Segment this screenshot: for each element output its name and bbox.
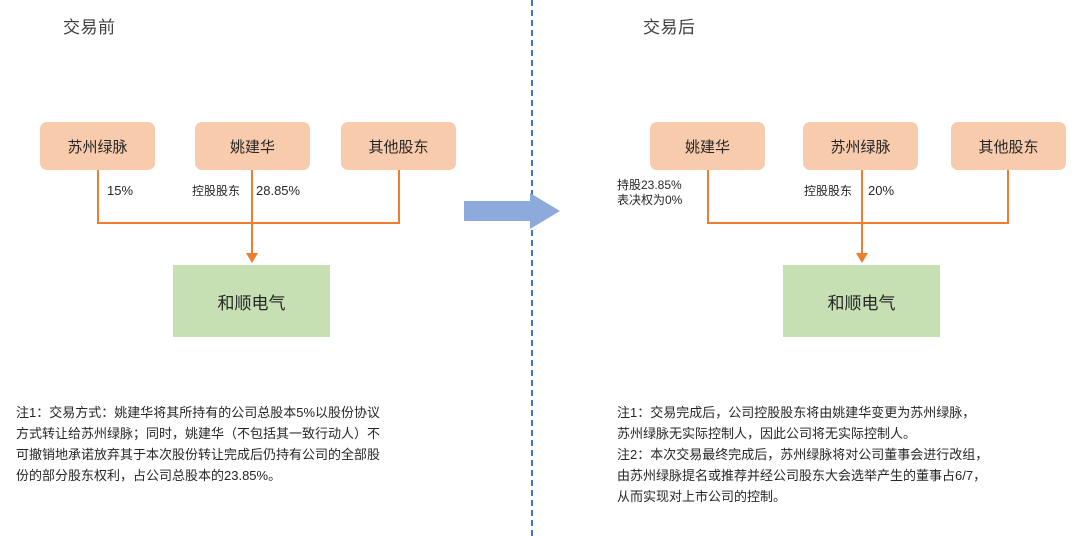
note-line: 注2：本次交易最终完成后，苏州绿脉将对公司董事会进行改组， <box>617 447 989 462</box>
note-line: 注1：交易方式：姚建华将其所持有的公司总股本5%以股份协议 <box>16 405 381 420</box>
edge-label-after-holding-0: 持股23.85% 表决权为0% <box>617 178 682 208</box>
edge-label-line: 表决权为0% <box>617 193 683 207</box>
shareholder-label: 其他股东 <box>978 138 1039 156</box>
flow-arrow-icon <box>464 193 560 229</box>
note-line: 注1：交易完成后，公司控股股东将由姚建华变更为苏州绿脉， <box>617 405 976 420</box>
panel-title-before: 交易前 <box>63 18 116 37</box>
shareholder-box-before-1[interactable]: 姚建华 <box>195 122 310 170</box>
connector-after-trunk <box>861 170 863 255</box>
shareholder-box-after-0[interactable]: 姚建华 <box>650 122 765 170</box>
shareholder-label: 其他股东 <box>368 138 429 156</box>
connector-after-arrowhead <box>856 253 868 263</box>
target-company-box-after[interactable]: 和顺电气 <box>783 265 940 337</box>
note-line: 份的部分股东权利，占公司总股本的23.85%。 <box>16 468 282 483</box>
note-line: 从而实现对上市公司的控制。 <box>617 489 787 504</box>
shareholder-box-before-0[interactable]: 苏州绿脉 <box>40 122 155 170</box>
connector-before-0-vertical <box>97 170 99 223</box>
edge-label-before-percent-0: 15% <box>107 183 134 198</box>
connector-before-horizontal <box>97 222 400 224</box>
edge-label-before-controlling-1: 控股股东 <box>192 184 241 198</box>
notes-before: 注1：交易方式：姚建华将其所持有的公司总股本5%以股份协议 方式转让给苏州绿脉；… <box>16 402 486 486</box>
shareholder-box-after-1[interactable]: 苏州绿脉 <box>803 122 918 170</box>
shareholder-label: 苏州绿脉 <box>67 138 128 156</box>
target-company-label: 和顺电气 <box>217 293 286 313</box>
target-company-box-before[interactable]: 和顺电气 <box>173 265 330 337</box>
notes-after: 注1：交易完成后，公司控股股东将由姚建华变更为苏州绿脉， 苏州绿脉无实际控制人，… <box>617 402 1077 507</box>
note-line: 苏州绿脉无实际控制人，因此公司将无实际控制人。 <box>617 426 917 441</box>
shareholder-box-after-2[interactable]: 其他股东 <box>951 122 1066 170</box>
edge-label-after-percent-1: 20% <box>868 183 895 198</box>
shareholder-label: 姚建华 <box>684 138 730 156</box>
note-line: 可撤销地承诺放弃其于本次股份转让完成后仍持有公司的全部股 <box>16 447 381 462</box>
shareholder-label: 苏州绿脉 <box>830 138 891 156</box>
connector-before-2-vertical <box>398 170 400 223</box>
note-line: 方式转让给苏州绿脉；同时，姚建华（不包括其一致行动人）不 <box>16 426 381 441</box>
connector-after-horizontal <box>707 222 1009 224</box>
panel-divider <box>531 0 533 536</box>
target-company-label: 和顺电气 <box>827 293 896 313</box>
edge-label-before-percent-1: 28.85% <box>256 183 301 198</box>
edge-label-after-controlling-1: 控股股东 <box>804 184 853 198</box>
edge-label-line: 持股23.85% <box>617 178 682 192</box>
shareholder-label: 姚建华 <box>229 138 275 156</box>
panel-title-after: 交易后 <box>643 18 696 37</box>
connector-before-trunk <box>251 170 253 255</box>
shareholder-box-before-2[interactable]: 其他股东 <box>341 122 456 170</box>
connector-after-2-vertical <box>1007 170 1009 223</box>
connector-after-0-vertical <box>707 170 709 223</box>
connector-before-arrowhead <box>246 253 258 263</box>
note-line: 由苏州绿脉提名或推荐并经公司股东大会选举产生的董事占6/7， <box>617 468 987 483</box>
